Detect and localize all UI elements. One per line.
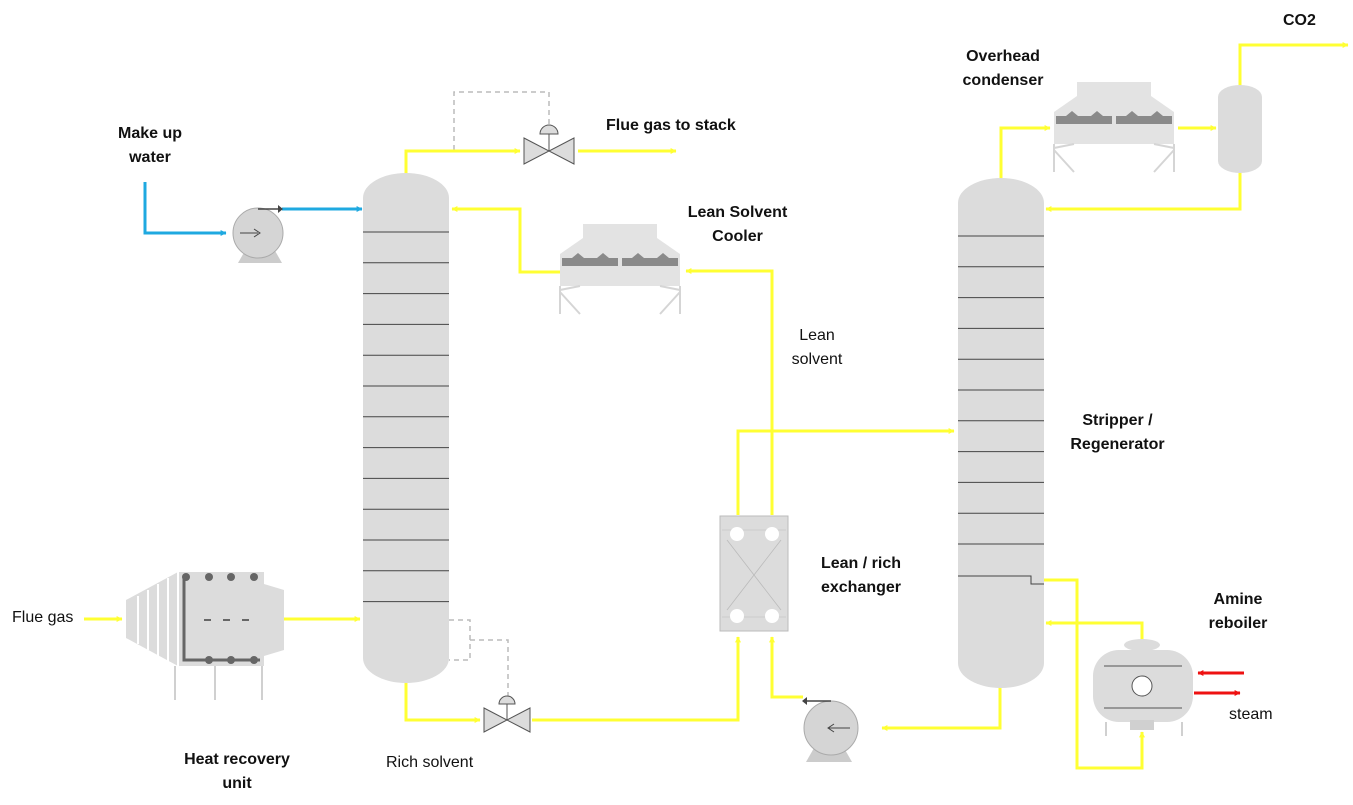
flue-gas-to-stack-label: Flue gas to stack: [606, 117, 736, 134]
pump-icon: [802, 697, 859, 762]
pump-icon: [232, 205, 284, 263]
flue-gas-label: Flue gas: [12, 609, 74, 626]
water-streams: [143, 182, 363, 236]
amine-reboiler: [1093, 639, 1193, 736]
stripper-regenerator-label: Stripper /Regenerator: [1070, 412, 1165, 453]
steam-label: steam: [1229, 706, 1273, 723]
control-lines: [449, 91, 550, 700]
lean-solvent-cooler: [559, 224, 681, 315]
overhead-condenser: [1053, 82, 1175, 173]
reflux-drum: [1218, 85, 1262, 173]
control-valve-icon: [483, 695, 531, 733]
steam-streams: [1194, 670, 1244, 696]
lean-rich-exchanger: [719, 515, 789, 632]
co2-label: CO2: [1283, 12, 1316, 29]
absorber-column: [363, 173, 449, 683]
process-streams: [84, 42, 1349, 770]
heat-recovery-unit: [126, 572, 284, 700]
control-valve-icon: [523, 124, 575, 165]
stripper-column: [958, 178, 1044, 688]
rich-solvent-label: Rich solvent: [386, 754, 474, 771]
